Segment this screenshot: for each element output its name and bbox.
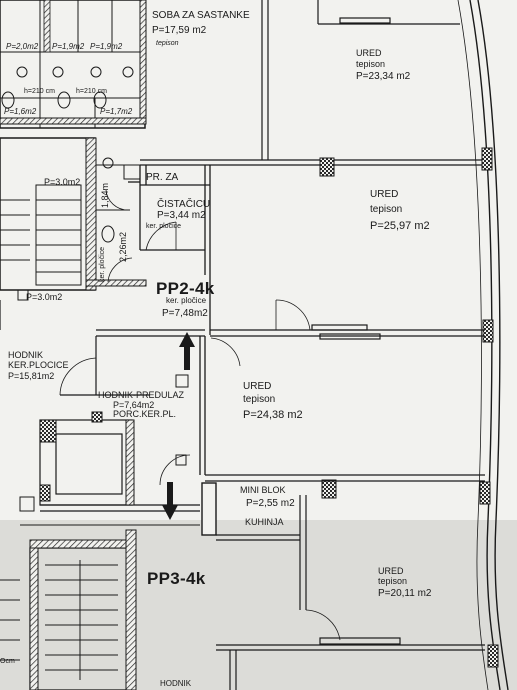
- room-name-mini-blok: MINI BLOK: [240, 485, 286, 495]
- toilet-icon: [101, 225, 115, 243]
- room-name-meeting: SOBA ZA SASTANKE: [152, 10, 250, 21]
- room-area-cistacica: P=3,44 m2: [157, 210, 206, 221]
- room-area-stair-low: P=3.0m2: [26, 292, 63, 302]
- sink-icon: [102, 157, 114, 169]
- room-area-mini-blok: P=2,55 m2: [246, 498, 295, 509]
- room-floor-ured-3: tepison: [243, 394, 276, 405]
- down-arrow-icon: [162, 482, 178, 520]
- pp2-area: [96, 17, 485, 482]
- room-area-wc-5: P=1,7m2: [100, 107, 133, 116]
- room-floor-predulaz: PORC.KER.PL.: [113, 409, 177, 419]
- room-area-ured-3: P=24,38 m2: [243, 409, 303, 421]
- room-area-predulaz: P=7,64m2: [113, 400, 155, 410]
- room-area-meeting: P=17,59 m2: [152, 25, 207, 36]
- toilet-icon: [57, 91, 71, 109]
- room-floor-ured-1: tepison: [356, 59, 386, 69]
- room-area-ured-4: P=20,11 m2: [378, 588, 432, 599]
- sink-icon: [52, 66, 64, 78]
- cleaning-room: [123, 164, 211, 335]
- room-name-hodnik: HODNIK: [8, 350, 44, 360]
- dim-184: 1,84m: [100, 182, 110, 208]
- room-name-kuhinja: KUHINJA: [245, 517, 284, 527]
- dim-226: 2,26m2: [118, 231, 128, 262]
- sink-icon: [90, 66, 102, 78]
- dim-h210-a: h=210 cm: [24, 88, 55, 95]
- unit-code-pp2: PP2-4k: [156, 279, 215, 298]
- room-name-ured-1: URED: [356, 48, 382, 58]
- toilet-icon: [1, 91, 15, 109]
- room-area-ured-1: P=23,34 m2: [356, 71, 411, 82]
- floor-closet: ker. pločice: [99, 246, 106, 282]
- sink-icon: [122, 66, 134, 78]
- room-name-cistacica: ČISTAČICU: [157, 199, 211, 210]
- kitchen-area: [216, 495, 485, 690]
- room-area-pp2: P=7,48m2: [162, 308, 208, 319]
- room-area-stair-top: P=3.0m2: [44, 177, 81, 187]
- room-area-wc-2: P=1,9m2: [52, 42, 85, 51]
- room-name-pr-za: PR. ZA: [146, 172, 179, 183]
- dim-cm: Ocm: [0, 658, 15, 665]
- room-floor-meeting: tepison: [156, 40, 179, 47]
- room-floor-pp2: ker. pločice: [166, 296, 207, 305]
- room-name-ured-3: URED: [243, 381, 272, 392]
- stairwell-upper: [0, 137, 96, 301]
- room-area-ured-2: P=25,97 m2: [370, 220, 430, 232]
- room-name-ured-2: URED: [370, 189, 399, 200]
- top-walls: [140, 0, 485, 166]
- room-name-hodnik-bottom: HODNIK: [160, 679, 192, 688]
- up-arrow-icon: [179, 332, 195, 370]
- room-area-wc-4: P=1,6m2: [4, 107, 37, 116]
- room-area-wc-3: P=1,9m2: [90, 42, 123, 51]
- room-floor-ured-4: tepison: [378, 576, 408, 586]
- exterior-wall: [457, 0, 509, 690]
- unit-code-pp3: PP3-4k: [147, 569, 206, 588]
- room-floor-ured-2: tepison: [370, 204, 403, 215]
- room-area-wc-1: P=2,0m2: [6, 42, 39, 51]
- room-name-predulaz: HODNIK-PREDULAZ: [98, 390, 185, 400]
- dim-h210-b: h=210 cm: [76, 88, 107, 95]
- toilet-icon: [93, 91, 107, 109]
- room-floor-hodnik: KER.PLOCICE: [8, 360, 69, 370]
- room-floor-cistacica: ker. pločice: [146, 223, 182, 230]
- room-name-ured-4: URED: [378, 566, 404, 576]
- room-area-hodnik: P=15,81m2: [8, 371, 55, 381]
- sink-icon: [16, 66, 28, 78]
